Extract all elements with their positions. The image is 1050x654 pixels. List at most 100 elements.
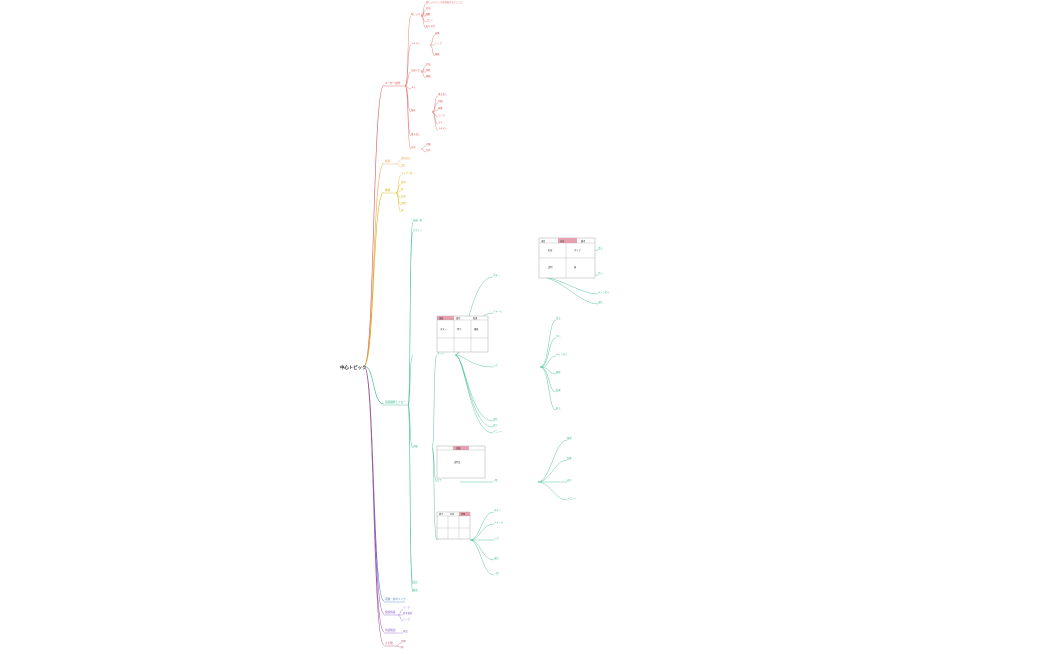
red-leaf[interactable]: 新しいトピックを追加するとここに <box>426 0 463 4</box>
green-node[interactable]: 完了 <box>437 478 442 482</box>
purple-leaf[interactable]: 用語 <box>403 629 408 633</box>
red-leaf[interactable]: 移動 <box>426 74 431 78</box>
red-leaf[interactable]: 印刷 <box>438 99 443 103</box>
purple-leaf[interactable]: リンク <box>403 605 410 609</box>
red-node[interactable]: メモ <box>411 86 416 89</box>
red-node[interactable]: 新しい子トピック <box>411 12 429 16</box>
table-1: 項目 内容 備考 名前 タイプ 説明 値 <box>538 237 596 279</box>
yellow-node[interactable]: 説明 <box>401 180 406 184</box>
green-leaf[interactable]: 送信 <box>494 556 499 560</box>
table-3: 詳細 説明文 <box>436 445 486 479</box>
yellow-node[interactable]: 説明 <box>401 201 406 205</box>
branch-画面遷移とフロー[interactable]: 画面遷移とフロー <box>384 400 408 406</box>
green-leaf[interactable]: メニュー <box>567 497 577 500</box>
branch-label: 用語解説 <box>385 628 396 632</box>
green-leaf[interactable]: 表示 <box>567 478 572 482</box>
table-header: 画面 <box>439 316 444 320</box>
yellow-subtree-nodes: タイプ一覧 説明 例 注意 説明 例 <box>401 171 413 212</box>
branch-label: 関連情報 <box>385 610 396 614</box>
green-leaf[interactable]: 一覧 <box>494 571 499 575</box>
red-node[interactable]: 書き出し <box>411 132 421 136</box>
green-leaf[interactable]: 結果 <box>556 388 561 392</box>
branch-label: その他 <box>385 641 393 645</box>
green-leaf[interactable]: 入力 <box>494 536 499 540</box>
yellow-node[interactable]: 例 <box>401 187 404 191</box>
yellow-node[interactable]: 注意 <box>401 194 406 198</box>
green-node[interactable]: 確認 <box>413 588 418 592</box>
table-header: 備考 <box>581 239 586 243</box>
yellow-node[interactable]: タイプ一覧 <box>401 171 413 175</box>
purple-leaf[interactable]: 参考資料 <box>403 611 413 615</box>
red-leaf[interactable]: 削除 <box>426 68 431 72</box>
green-leaf[interactable]: 送信 <box>598 300 603 304</box>
green-leaf[interactable]: 次へ <box>556 334 561 338</box>
green-leaf[interactable]: 次へ <box>598 271 603 275</box>
purple-leaf[interactable]: リンク <box>403 617 410 621</box>
red-node[interactable]: 兄弟トピック <box>411 68 425 72</box>
green-node[interactable]: ホーム <box>437 351 445 355</box>
orange-subtree-nodes: 保存形式 設定 <box>401 156 411 167</box>
green-leaf[interactable]: 検索 <box>567 436 572 440</box>
orange-leaf[interactable]: 保存形式 <box>401 156 411 160</box>
red-leaf[interactable]: 共有 <box>426 148 431 152</box>
red-leaf[interactable]: 印刷 <box>426 142 431 146</box>
green-node[interactable]: 画面一覧 <box>413 218 423 222</box>
green-leaf[interactable]: 結果 <box>567 456 572 460</box>
green-leaf[interactable]: 検索 <box>556 370 561 374</box>
orange-leaf[interactable]: 設定 <box>401 163 406 167</box>
red-leaf[interactable]: リンク <box>435 41 442 45</box>
red-leaf[interactable]: 削除 <box>426 12 431 16</box>
branch-その他[interactable]: その他 <box>384 641 396 647</box>
green-leaf[interactable]: 表示 <box>556 406 561 410</box>
magenta-leaf[interactable]: 例 <box>401 645 404 649</box>
branch-label: 画面遷移とフロー <box>385 400 406 404</box>
branch-種類[interactable]: 種類 <box>384 188 396 194</box>
red-leaf[interactable]: 移動 <box>435 52 440 56</box>
green-leaf[interactable]: 戻る <box>556 316 561 320</box>
red-leaf[interactable]: 書き出し <box>438 92 448 96</box>
green-leaf[interactable]: キャンセル <box>598 290 610 294</box>
lower-subtree-lines <box>395 608 404 648</box>
branch-用語解説[interactable]: 用語解説 <box>384 628 398 634</box>
green-leaf[interactable]: 戻る <box>598 246 603 250</box>
green-node[interactable]: 表示 <box>493 423 498 427</box>
table-header: 番号 <box>439 512 443 516</box>
green-node[interactable]: 詳細 <box>413 444 418 448</box>
table-2: 画面 操作 結果 ボタン 押下 遷移 <box>436 315 489 353</box>
green-node[interactable]: ボタン <box>493 273 501 277</box>
red-leaf[interactable]: 追加 <box>426 6 431 10</box>
green-node[interactable]: フォーム <box>493 309 503 313</box>
red-leaf[interactable]: コピー <box>426 18 434 22</box>
root-topic[interactable]: 中心トピック <box>340 364 366 371</box>
red-leaf[interactable]: メモ <box>438 121 443 124</box>
branch-構成[interactable]: 構成 <box>384 159 396 165</box>
table-4: 番号 名称 状態 <box>436 511 471 540</box>
green-leaf[interactable]: フォーム <box>494 520 504 524</box>
green-node[interactable]: 送信 <box>493 417 498 421</box>
red-node[interactable]: 共有 <box>411 145 416 149</box>
red-leaf[interactable]: テキスト <box>438 126 447 130</box>
red-node[interactable]: 保存 <box>411 108 416 112</box>
table-header: 項目 <box>541 239 545 243</box>
green-node[interactable]: 一覧 <box>493 478 498 482</box>
red-leaf[interactable]: リンク <box>438 113 445 117</box>
branch-関連情報[interactable]: 関連情報 <box>384 610 398 616</box>
yellow-node[interactable]: 例 <box>401 208 404 212</box>
magenta-leaf[interactable]: 説明 <box>401 639 406 643</box>
red-leaf[interactable]: 貼り付け <box>426 24 436 28</box>
green-leaf[interactable]: ボタン <box>494 508 502 512</box>
green-node[interactable]: 入力 <box>493 363 498 367</box>
green-node[interactable]: メニュー <box>493 430 503 433</box>
branch-label: 種類 <box>385 188 391 192</box>
green-node[interactable]: ログイン <box>413 228 423 232</box>
red-leaf[interactable]: 追加 <box>426 62 431 66</box>
red-leaf[interactable]: 画像 <box>438 106 443 110</box>
branch-画像・参考リンク[interactable]: 画像・参考リンク <box>384 597 406 603</box>
red-node[interactable]: テキスト <box>411 41 420 45</box>
yellow-subtree-lines <box>395 174 402 213</box>
red-leaf[interactable]: 画像 <box>435 31 440 35</box>
green-node[interactable]: 設定 <box>413 580 418 584</box>
green-leaf[interactable]: キャンセル <box>556 352 568 356</box>
branch-ユーザー操作[interactable]: ユーザー操作 <box>384 81 405 87</box>
